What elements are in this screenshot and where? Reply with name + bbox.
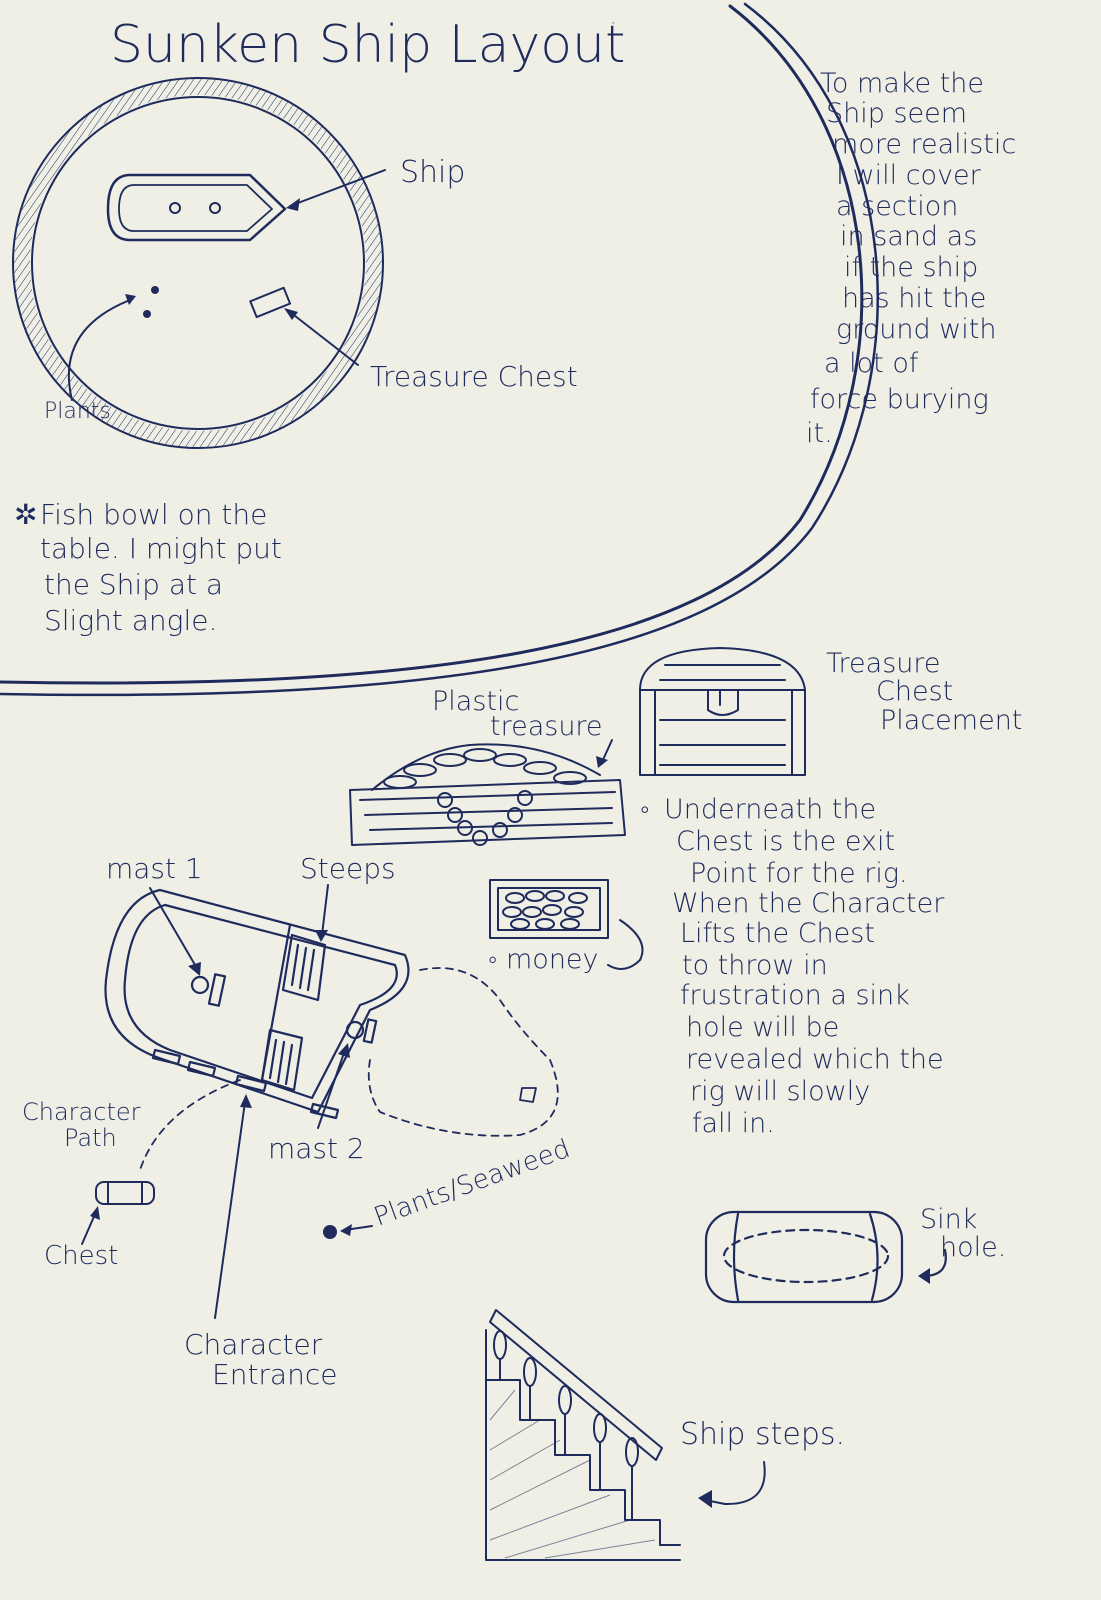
svg-text:ground with: ground with [836,314,996,345]
money-text: money [506,944,599,975]
page-title: Sunken Ship Layout [110,15,625,75]
svg-text:Fish bowl on the: Fish bowl on the [40,498,267,531]
sink-hole-label-1: Sink [920,1204,977,1235]
side-note: To make the Ship seem more realistic I w… [806,68,1016,449]
ship-steps-hatching [489,1389,656,1559]
svg-text:Chest is the exit: Chest is the exit [676,826,895,857]
svg-text:it.: it. [806,418,833,449]
treasure-chest-icon [249,286,292,319]
chest-label: Chest [44,1241,118,1271]
sand-area-outline [367,967,559,1137]
title-dot: · [610,11,616,35]
bowl-diagram [12,77,386,449]
plants-seaweed-label: Plants/Seaweed [370,1134,574,1233]
svg-text:the Ship at a: the Ship at a [44,568,223,601]
mast1-label: mast 1 [106,852,203,885]
svg-text:a lot of: a lot of [824,348,919,379]
svg-text:more realistic: more realistic [832,129,1016,160]
ship-icon [106,173,287,242]
svg-text:a section: a section [836,191,958,222]
svg-text:has hit the: has hit the [842,283,986,314]
svg-text:hole will be: hole will be [686,1012,839,1043]
treasure-chest-label: Treasure Chest [370,360,578,393]
sink-hole-drawing [704,1210,947,1304]
svg-text:To make the: To make the [820,68,984,99]
character-path-line [139,1079,241,1171]
svg-text:rig will slowly: rig will slowly [690,1076,870,1107]
character-path-label-1: Character [22,1098,141,1126]
chest-placement-label-2: Chest [876,676,953,707]
svg-text:table. I might put: table. I might put [40,532,282,565]
plastic-treasure-drawing [349,743,626,846]
money-drawing [489,879,644,970]
plastic-treasure-label-2: treasure [490,711,603,742]
fishbowl-note: ✲ Fish bowl on the table. I might put th… [14,498,282,637]
svg-text:Ship seem: Ship seem [826,98,967,129]
svg-text:Lifts the Chest: Lifts the Chest [680,918,875,949]
svg-text:When the Character: When the Character [672,888,945,919]
treasure-chest-drawing [639,647,806,776]
small-chest-icon [95,1181,155,1205]
character-path-label-2: Path [64,1124,117,1152]
sink-hole-label-2: hole. [940,1232,1006,1263]
svg-text:force burying: force burying [810,384,989,415]
svg-text:Slight angle.: Slight angle. [44,604,217,637]
svg-text:Point for the rig.: Point for the rig. [690,858,908,889]
mast2-label: mast 2 [268,1132,365,1165]
svg-text:✲: ✲ [14,498,37,531]
exit-note: ◦ Underneath the Chest is the exit Point… [640,794,945,1139]
svg-text:Underneath the: Underneath the [664,794,876,825]
svg-text:if the ship: if the ship [844,252,978,283]
steeps-label: Steeps [300,852,396,885]
chest-placement-label-3: Placement [880,705,1022,736]
ship-label: Ship [400,155,465,190]
money-label: ◦ [488,945,497,975]
svg-text:to throw in: to throw in [682,950,828,981]
svg-text:fall in.: fall in. [692,1108,775,1139]
ship-steps-label: Ship steps. [680,1417,845,1452]
seaweed-dot-icon [323,1225,337,1239]
plastic-treasure-label-1: Plastic [432,686,519,717]
svg-text:in sand as: in sand as [840,221,977,252]
character-entrance-label-2: Entrance [212,1358,337,1391]
plants-label: Plants [44,399,111,424]
ship-steps-drawing [485,1309,681,1561]
character-entrance-label-1: Character [184,1328,323,1361]
fishbowl-outline [0,2,879,697]
svg-text:◦: ◦ [640,794,650,825]
plants-dot [151,286,159,294]
svg-text:frustration a sink: frustration a sink [680,980,910,1011]
svg-text:I will cover: I will cover [836,160,982,191]
chest-placement-label-1: Treasure [826,648,941,679]
ship-floor-plan [104,888,410,1120]
svg-text:revealed which the: revealed which the [686,1044,944,1075]
